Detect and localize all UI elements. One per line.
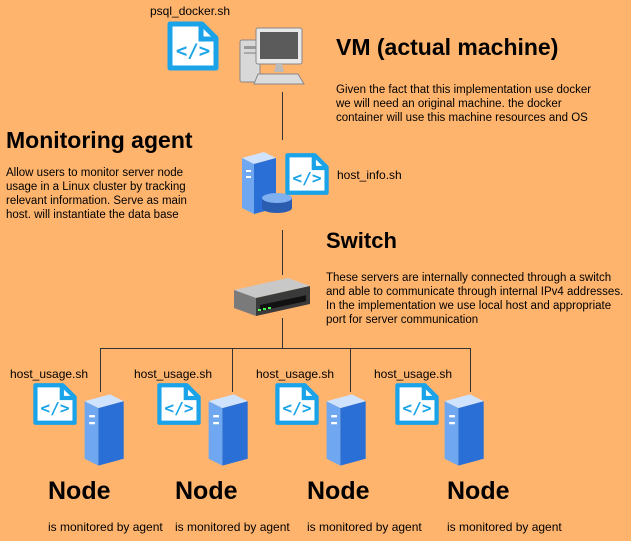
agent-title: Monitoring agent bbox=[6, 127, 193, 153]
node4-drop bbox=[470, 348, 471, 392]
svg-text:</>: </> bbox=[282, 398, 311, 417]
script-file-icon: </> bbox=[167, 21, 219, 71]
node1-drop bbox=[100, 348, 101, 392]
switch-title: Switch bbox=[326, 228, 397, 253]
node3-drop bbox=[350, 348, 351, 392]
agent-description: Allow users to monitor server node usage… bbox=[6, 167, 187, 221]
script-file-icon: </> bbox=[395, 383, 439, 425]
svg-text:</>: </> bbox=[40, 398, 69, 417]
network-switch-icon bbox=[234, 278, 310, 316]
vm-description: Given the fact that this implementation … bbox=[336, 84, 592, 124]
node-script-label: host_usage.sh bbox=[10, 367, 89, 381]
node-caption: is monitored by agent bbox=[447, 520, 562, 534]
database-icon bbox=[262, 193, 292, 213]
script-file-icon: </> bbox=[33, 383, 77, 425]
svg-text:</>: </> bbox=[164, 398, 193, 417]
vm-title: VM (actual machine) bbox=[336, 34, 559, 60]
script-file-icon: </> bbox=[275, 383, 319, 425]
svg-text:</>: </> bbox=[176, 40, 210, 62]
node-script-label: host_usage.sh bbox=[374, 367, 453, 381]
agent-switch-connector bbox=[282, 230, 283, 275]
agent-script-label: host_info.sh bbox=[337, 168, 402, 182]
server-icon bbox=[84, 394, 124, 466]
script-file-icon: </> bbox=[285, 153, 329, 195]
node-title: Node bbox=[307, 477, 370, 505]
node-bus-line bbox=[100, 348, 470, 349]
switch-description: These servers are internally connected t… bbox=[326, 272, 624, 326]
server-icon bbox=[444, 394, 484, 466]
node-caption: is monitored by agent bbox=[48, 520, 163, 534]
server-icon bbox=[326, 394, 366, 466]
node-title: Node bbox=[447, 477, 510, 505]
svg-text:</>: </> bbox=[292, 168, 321, 187]
server-icon bbox=[208, 394, 248, 466]
node2-drop bbox=[232, 348, 233, 392]
switch-bus-connector bbox=[282, 318, 283, 348]
script-file-icon: </> bbox=[157, 383, 201, 425]
node-script-label: host_usage.sh bbox=[256, 367, 335, 381]
node-caption: is monitored by agent bbox=[307, 520, 422, 534]
vm-agent-connector bbox=[282, 92, 283, 140]
node-title: Node bbox=[48, 477, 111, 505]
node-script-label: host_usage.sh bbox=[134, 367, 213, 381]
svg-text:</>: </> bbox=[402, 398, 431, 417]
node-caption: is monitored by agent bbox=[175, 520, 290, 534]
vm-script-label: psql_docker.sh bbox=[150, 4, 231, 18]
node-title: Node bbox=[175, 477, 238, 505]
desktop-computer-icon bbox=[239, 27, 305, 85]
